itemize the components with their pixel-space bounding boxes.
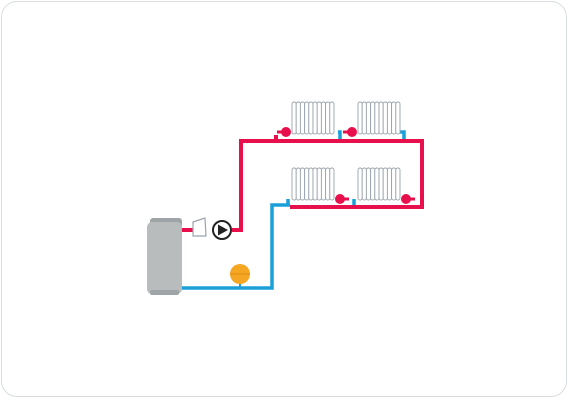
radiator-fin (316, 101, 322, 135)
expansion-vessel (230, 264, 250, 288)
boiler-base (150, 290, 179, 295)
radiator-fin (320, 167, 327, 201)
radiator-fin (316, 167, 322, 201)
radiator-upper-right (357, 101, 401, 135)
return-pipe-upper-right (400, 130, 406, 139)
radiator-valve-icon (277, 127, 291, 137)
radiators (291, 101, 401, 201)
boiler (147, 218, 182, 295)
radiator-fin (304, 167, 310, 201)
radiator-fin (374, 167, 380, 201)
radiator-fin (395, 167, 401, 201)
radiator-upper-left (291, 101, 335, 135)
radiator-fin (291, 167, 297, 201)
radiator-fin (386, 167, 393, 201)
radiator-fin (329, 167, 335, 201)
radiator-fin (382, 167, 388, 201)
valve-icon (192, 217, 207, 237)
radiator-fin (382, 101, 388, 135)
radiator-fin (357, 101, 363, 135)
radiator-fin (329, 101, 335, 135)
radiator-valve-icon (401, 194, 415, 204)
valve (192, 217, 207, 237)
radiator-fin (304, 101, 310, 135)
return-pipe-upper-mid (338, 130, 342, 139)
radiator-fin (295, 101, 301, 135)
radiator-fin (391, 167, 397, 201)
radiator-valve-icon (343, 127, 357, 137)
radiator-fin (370, 101, 376, 135)
radiator-valve-icon (335, 194, 349, 204)
radiator-lower-right (357, 167, 401, 201)
radiator-fin (325, 101, 331, 135)
radiator-fin (370, 167, 376, 201)
radiator-fin (365, 101, 372, 135)
radiator-fin (299, 101, 306, 135)
radiator-fin (361, 167, 367, 201)
circulation-pump (212, 220, 232, 240)
radiator-valves (277, 127, 415, 204)
radiator-fin (320, 101, 327, 135)
radiator-fin (291, 101, 297, 135)
radiator-fin (395, 101, 401, 135)
radiator-fin (361, 101, 367, 135)
return-pipes (182, 130, 406, 290)
radiator-fin (325, 167, 331, 201)
radiator-fin (312, 167, 318, 201)
radiator-fin (295, 167, 301, 201)
radiator-fin (312, 101, 318, 135)
radiator-fin (386, 101, 393, 135)
return-pipe-main (182, 203, 290, 290)
radiator-fin (308, 101, 314, 135)
radiator-fin (378, 167, 384, 201)
supply-pipes (182, 135, 424, 232)
radiator-fin (378, 101, 384, 135)
boiler-icon (147, 222, 182, 294)
radiator-fin (308, 167, 314, 201)
radiator-lower-left (291, 167, 335, 201)
radiator-fin (365, 167, 372, 201)
radiator-fin (374, 101, 380, 135)
radiator-fin (391, 101, 397, 135)
supply-pipe-main (232, 139, 424, 232)
radiator-fin (299, 167, 306, 201)
radiator-fin (357, 167, 363, 201)
